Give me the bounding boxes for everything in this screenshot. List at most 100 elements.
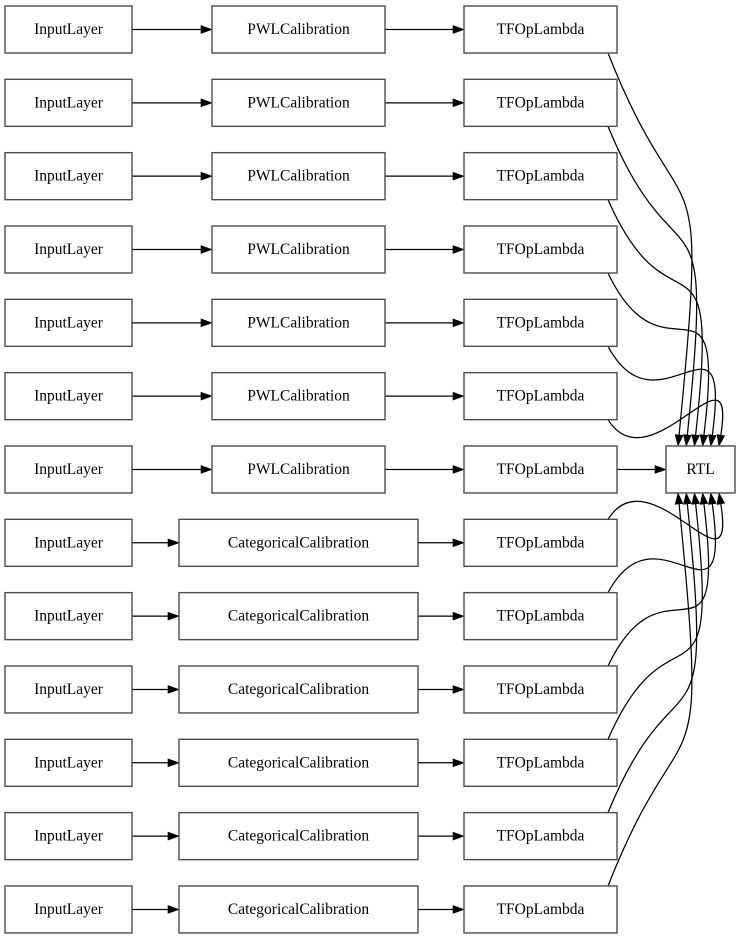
node-input-layer-8[interactable]: InputLayer xyxy=(4,518,133,568)
node-input-layer-11-box[interactable] xyxy=(4,738,133,787)
node-categorical-calibration-13[interactable]: CategoricalCalibration xyxy=(178,885,419,934)
node-input-layer-12[interactable]: InputLayer xyxy=(4,811,133,861)
node-tfoplambda-5[interactable]: TFOpLambda xyxy=(463,298,618,348)
edge-lambda-to-rtl-12-arrowhead xyxy=(683,492,692,505)
node-input-layer-6-box[interactable] xyxy=(4,371,133,421)
node-pwl-calibration-6[interactable]: PWLCalibration xyxy=(211,371,386,421)
node-input-layer-1-box[interactable] xyxy=(4,5,133,54)
node-tfoplambda-5-box[interactable] xyxy=(463,298,618,348)
node-input-layer-9[interactable]: InputLayer xyxy=(4,591,133,641)
node-tfoplambda-7[interactable]: TFOpLambda xyxy=(463,445,618,494)
node-tfoplambda-10-box[interactable] xyxy=(463,665,618,714)
node-categorical-calibration-8-box[interactable] xyxy=(178,518,419,568)
node-categorical-calibration-9-label: CategoricalCalibration xyxy=(228,608,369,625)
node-input-layer-5[interactable]: InputLayer xyxy=(4,298,133,348)
node-input-layer-7-box[interactable] xyxy=(4,445,133,494)
node-tfoplambda-12-box[interactable] xyxy=(463,811,618,861)
node-categorical-calibration-13-label: CategoricalCalibration xyxy=(228,901,369,918)
node-pwl-calibration-1[interactable]: PWLCalibration xyxy=(211,5,386,54)
node-tfoplambda-11[interactable]: TFOpLambda xyxy=(463,738,618,787)
node-tfoplambda-4[interactable]: TFOpLambda xyxy=(463,225,618,274)
node-input-layer-4-box[interactable] xyxy=(4,225,133,274)
node-input-layer-13-box[interactable] xyxy=(4,885,133,934)
node-tfoplambda-12[interactable]: TFOpLambda xyxy=(463,811,618,861)
node-categorical-calibration-10-box[interactable] xyxy=(178,665,419,714)
node-categorical-calibration-10[interactable]: CategoricalCalibration xyxy=(178,665,419,714)
node-pwl-calibration-5[interactable]: PWLCalibration xyxy=(211,298,386,348)
node-categorical-calibration-12-box[interactable] xyxy=(178,811,419,861)
node-input-layer-5-box[interactable] xyxy=(4,298,133,348)
node-pwl-calibration-2-label: PWLCalibration xyxy=(247,94,350,111)
node-tfoplambda-10[interactable]: TFOpLambda xyxy=(463,665,618,714)
node-tfoplambda-11-box[interactable] xyxy=(463,738,618,787)
node-categorical-calibration-9[interactable]: CategoricalCalibration xyxy=(178,591,419,641)
node-input-layer-9-box[interactable] xyxy=(4,591,133,641)
node-input-layer-6[interactable]: InputLayer xyxy=(4,371,133,421)
node-rtl[interactable]: RTL xyxy=(665,445,736,494)
node-tfoplambda-13-box[interactable] xyxy=(463,885,618,934)
node-tfoplambda-3-box[interactable] xyxy=(463,151,618,201)
node-input-layer-7[interactable]: InputLayer xyxy=(4,445,133,494)
node-tfoplambda-1-box[interactable] xyxy=(463,5,618,54)
node-pwl-calibration-4-box[interactable] xyxy=(211,225,386,274)
edge-input-to-calibration-13-arrowhead xyxy=(167,905,180,914)
node-tfoplambda-8-box[interactable] xyxy=(463,518,618,568)
node-input-layer-11[interactable]: InputLayer xyxy=(4,738,133,787)
edge-input-to-calibration-4-arrowhead xyxy=(200,245,213,254)
node-categorical-calibration-9-box[interactable] xyxy=(178,591,419,641)
node-pwl-calibration-5-box[interactable] xyxy=(211,298,386,348)
edge-lambda-to-rtl-8 xyxy=(607,500,724,540)
node-input-layer-3-box[interactable] xyxy=(4,151,133,201)
node-tfoplambda-9[interactable]: TFOpLambda xyxy=(463,591,618,641)
node-tfoplambda-9-box[interactable] xyxy=(463,591,618,641)
node-categorical-calibration-11[interactable]: CategoricalCalibration xyxy=(178,738,419,787)
node-categorical-calibration-12[interactable]: CategoricalCalibration xyxy=(178,811,419,861)
node-pwl-calibration-3[interactable]: PWLCalibration xyxy=(211,151,386,201)
node-pwl-calibration-4[interactable]: PWLCalibration xyxy=(211,225,386,274)
node-input-layer-12-box[interactable] xyxy=(4,811,133,861)
node-pwl-calibration-1-box[interactable] xyxy=(211,5,386,54)
node-input-layer-5-label: InputLayer xyxy=(34,314,104,331)
node-tfoplambda-4-box[interactable] xyxy=(463,225,618,274)
node-pwl-calibration-7-box[interactable] xyxy=(211,445,386,494)
node-input-layer-13[interactable]: InputLayer xyxy=(4,885,133,934)
node-tfoplambda-2[interactable]: TFOpLambda xyxy=(463,78,618,128)
node-input-layer-4[interactable]: InputLayer xyxy=(4,225,133,274)
node-pwl-calibration-2[interactable]: PWLCalibration xyxy=(211,78,386,128)
node-input-layer-10[interactable]: InputLayer xyxy=(4,665,133,714)
node-tfoplambda-3[interactable]: TFOpLambda xyxy=(463,151,618,201)
edge-lambda-to-rtl-6-arrowhead xyxy=(716,434,726,447)
edge-calibration-to-lambda-5-arrowhead xyxy=(452,318,465,328)
node-input-layer-2-box[interactable] xyxy=(4,78,133,128)
node-input-layer-9-label: InputLayer xyxy=(34,608,104,625)
node-input-layer-2[interactable]: InputLayer xyxy=(4,78,133,128)
node-tfoplambda-8[interactable]: TFOpLambda xyxy=(463,518,618,568)
node-input-layer-7-label: InputLayer xyxy=(34,461,104,478)
node-rtl-box[interactable] xyxy=(665,445,736,494)
node-tfoplambda-1[interactable]: TFOpLambda xyxy=(463,5,618,54)
edge-lambda-to-rtl-8-arrowhead xyxy=(716,492,726,505)
node-tfoplambda-6[interactable]: TFOpLambda xyxy=(463,371,618,421)
node-categorical-calibration-8[interactable]: CategoricalCalibration xyxy=(178,518,419,568)
node-input-layer-3[interactable]: InputLayer xyxy=(4,151,133,201)
node-categorical-calibration-13-box[interactable] xyxy=(178,885,419,934)
node-pwl-calibration-7[interactable]: PWLCalibration xyxy=(211,445,386,494)
node-tfoplambda-13[interactable]: TFOpLambda xyxy=(463,885,618,934)
node-tfoplambda-7-box[interactable] xyxy=(463,445,618,494)
node-pwl-calibration-2-box[interactable] xyxy=(211,78,386,128)
node-input-layer-8-box[interactable] xyxy=(4,518,133,568)
node-tfoplambda-6-box[interactable] xyxy=(463,371,618,421)
edge-calibration-to-lambda-13-arrowhead xyxy=(452,905,465,914)
node-categorical-calibration-11-box[interactable] xyxy=(178,738,419,787)
node-input-layer-10-box[interactable] xyxy=(4,665,133,714)
node-input-layer-3-label: InputLayer xyxy=(34,168,104,185)
edge-calibration-to-lambda-12-arrowhead xyxy=(452,831,465,841)
node-input-layer-1[interactable]: InputLayer xyxy=(4,5,133,54)
node-pwl-calibration-3-box[interactable] xyxy=(211,151,386,201)
edge-lambda-to-rtl-1-arrowhead xyxy=(674,434,684,447)
node-tfoplambda-2-box[interactable] xyxy=(463,78,618,128)
edge-input-to-calibration-1-arrowhead xyxy=(200,25,213,34)
node-pwl-calibration-6-box[interactable] xyxy=(211,371,386,421)
